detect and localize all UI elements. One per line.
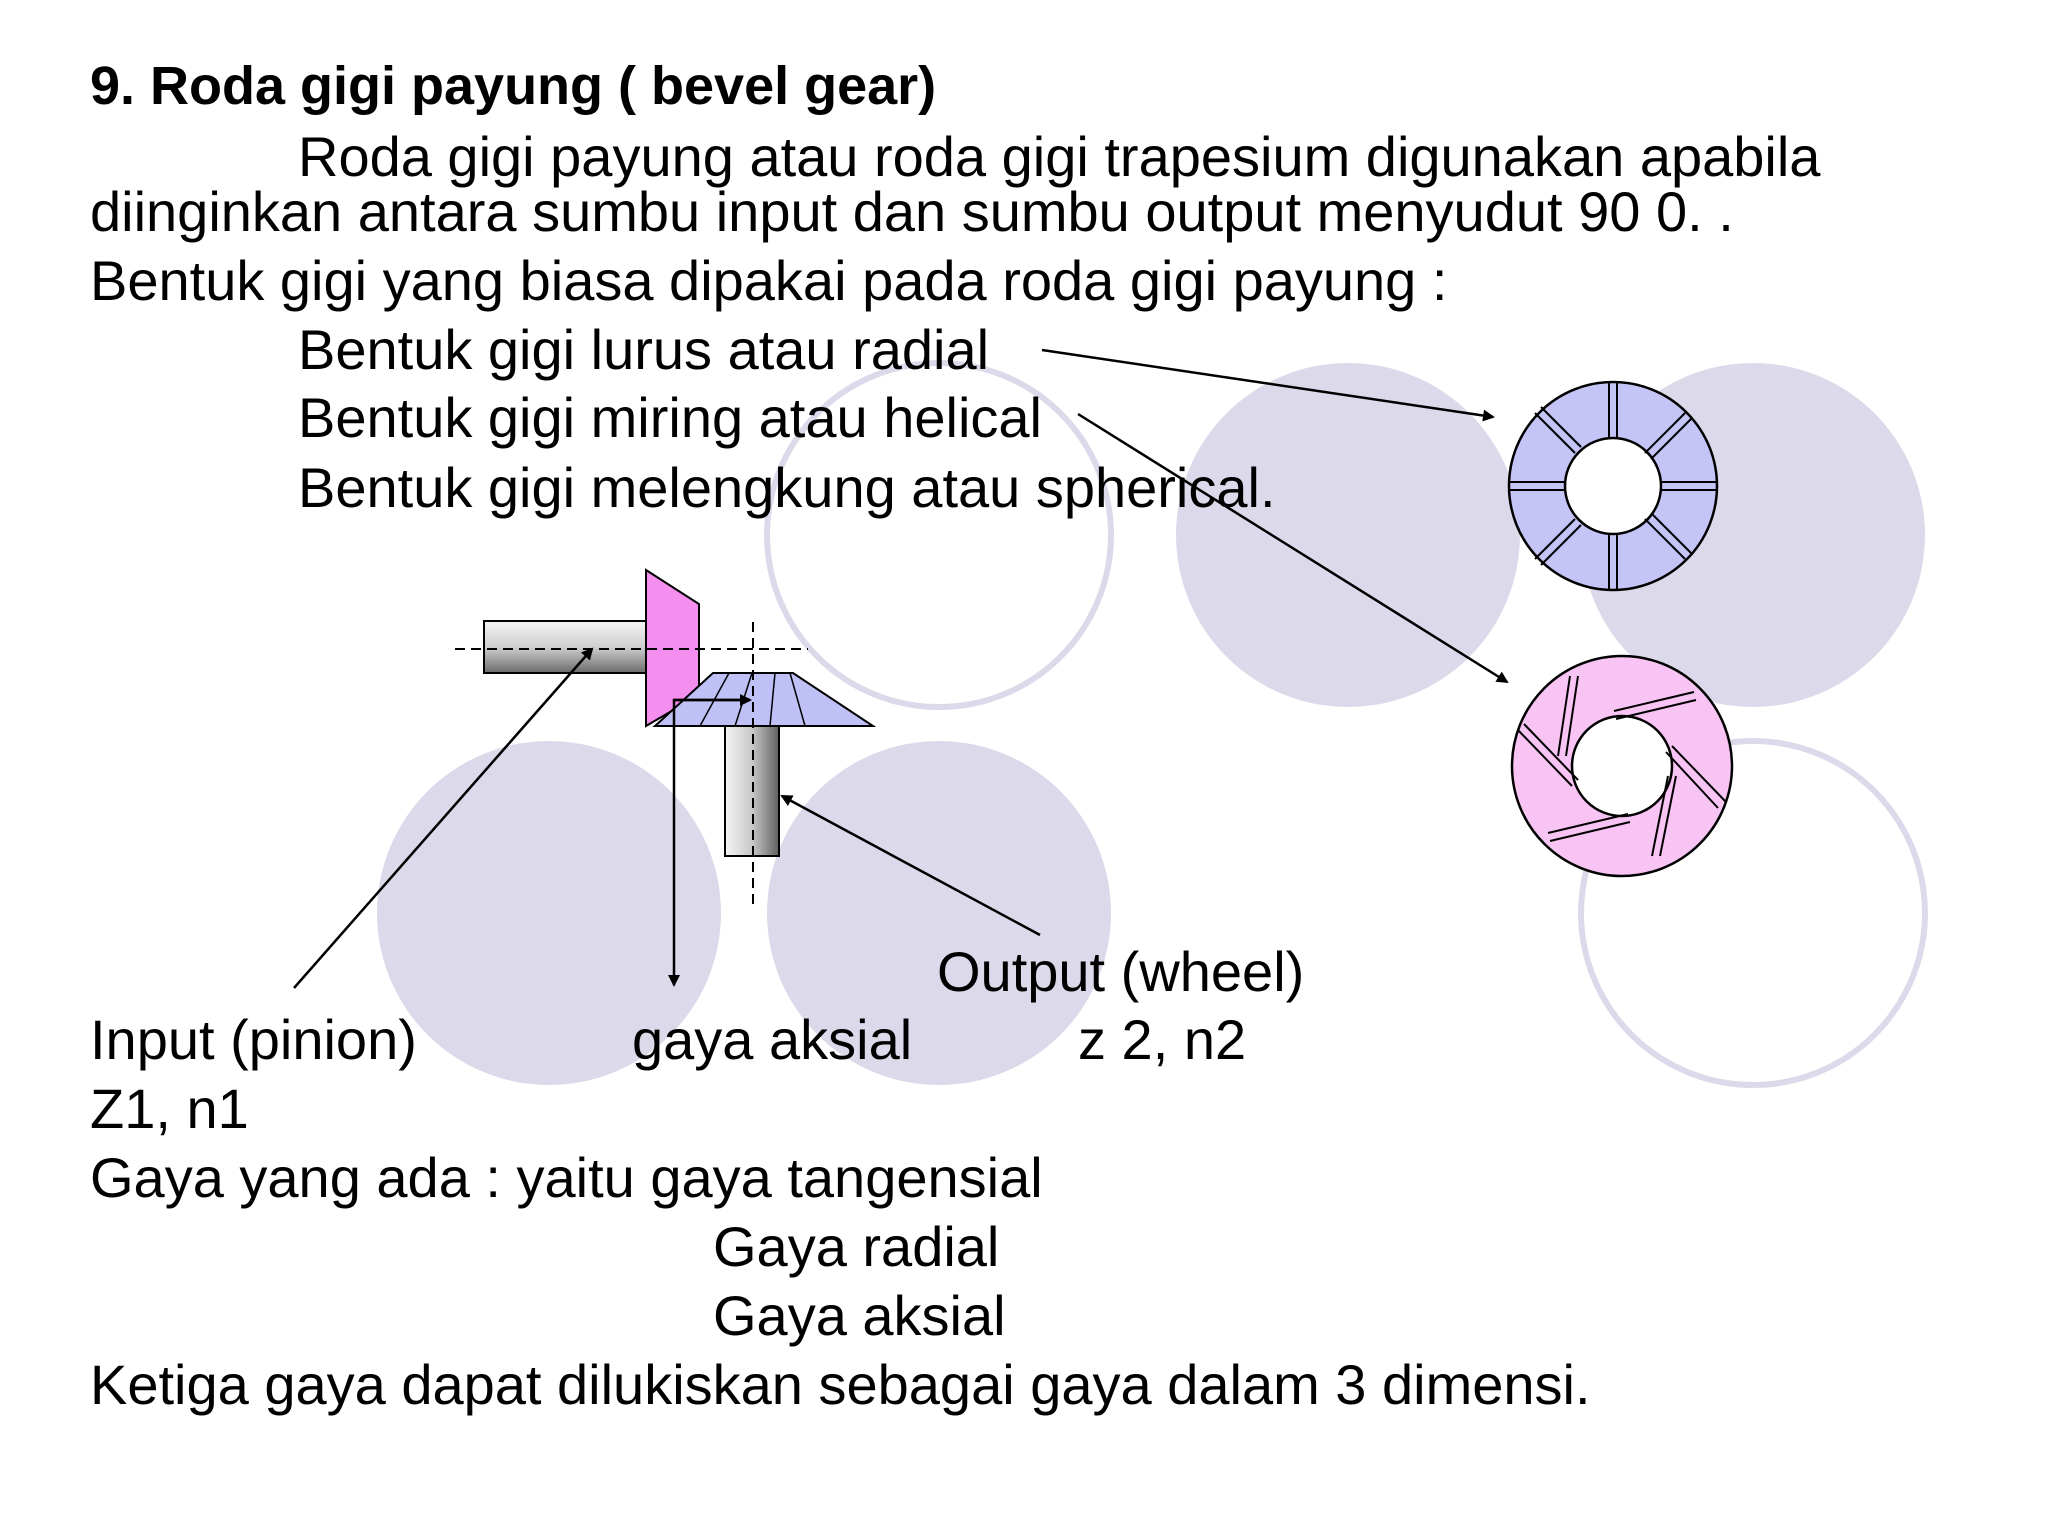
conclusion: Ketiga gaya dapat dilukiskan sebagai gay… bbox=[90, 1353, 1591, 1416]
wheel-tooth-line bbox=[789, 672, 806, 727]
decor-circle-top-right-a bbox=[1176, 363, 1520, 707]
forms-heading: Bentuk gigi yang biasa dipakai pada roda… bbox=[90, 249, 1448, 312]
axial-force-label: gaya aksial bbox=[632, 1008, 913, 1071]
wheel-tooth-line bbox=[769, 672, 776, 727]
straight-form-arrow bbox=[1041, 348, 1495, 422]
helical-form-arrow bbox=[1077, 412, 1509, 684]
helical-bevel-gear bbox=[1510, 654, 1734, 878]
z1-label: Z1, n1 bbox=[90, 1077, 249, 1140]
input-label: Input (pinion) bbox=[90, 1008, 417, 1071]
pinion-shaft bbox=[483, 620, 647, 674]
form-item-helical: Bentuk gigi miring atau helical bbox=[298, 386, 1042, 449]
intro-line-1: Roda gigi payung atau roda gigi trapesiu… bbox=[298, 125, 1821, 188]
straight-bevel-gear bbox=[1507, 380, 1719, 592]
intro-line-2: diinginkan antara sumbu input dan sumbu … bbox=[90, 180, 1734, 243]
z2-label: z 2, n2 bbox=[1078, 1008, 1247, 1071]
decor-ring-bottom-right bbox=[1578, 738, 1928, 1088]
input-leader-arrow bbox=[293, 647, 594, 989]
decor-circle-bottom-middle bbox=[767, 741, 1111, 1085]
decor-circle-bottom-left bbox=[377, 741, 721, 1085]
decor-ring-top-middle bbox=[764, 360, 1114, 710]
force-radial: Gaya radial bbox=[713, 1215, 1000, 1278]
force-axial: Gaya aksial bbox=[713, 1284, 1006, 1347]
slide-title: 9. Roda gigi payung ( bevel gear) bbox=[90, 56, 937, 116]
form-item-straight: Bentuk gigi lurus atau radial bbox=[298, 318, 990, 381]
form-item-spherical: Bentuk gigi melengkung atau spherical. bbox=[298, 456, 1276, 519]
output-leader-arrow bbox=[780, 794, 1041, 937]
output-label: Output (wheel) bbox=[937, 940, 1305, 1003]
forces-heading: Gaya yang ada : yaitu gaya tangensial bbox=[90, 1146, 1043, 1209]
